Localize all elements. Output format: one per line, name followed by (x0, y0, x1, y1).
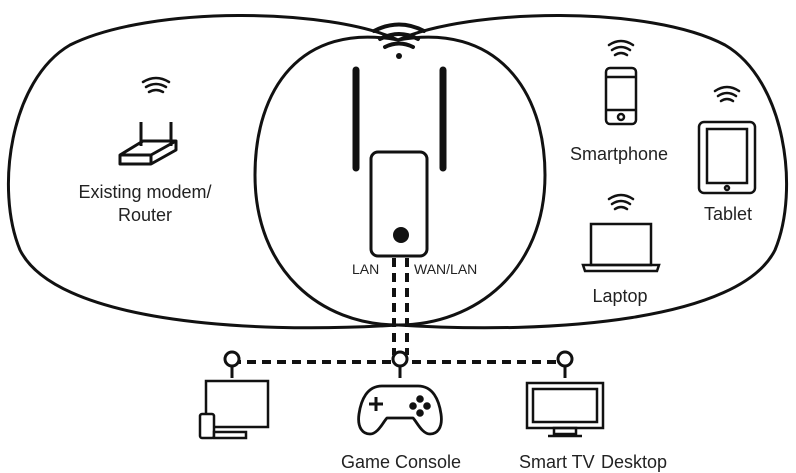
left-coverage-zone (6, 14, 399, 330)
wan-lan-port-label: WAN/LAN (414, 261, 477, 277)
smart-tv-label: Smart TV (519, 452, 595, 472)
game-controller-icon (357, 384, 443, 436)
center-coverage-zone (253, 35, 547, 327)
lan-cables (232, 258, 565, 364)
wifi-icon (607, 193, 635, 211)
router-label-line1: Existing modem/ (78, 182, 211, 202)
right-coverage-zone (397, 14, 789, 330)
tablet-label: Tablet (704, 204, 752, 224)
desktop-label: Desktop (601, 452, 667, 472)
router-label-line2: Router (118, 205, 172, 225)
wifi-icon (372, 22, 426, 59)
wifi-icon (607, 39, 635, 57)
smartphone-icon (604, 66, 638, 126)
wifi-icon (141, 76, 171, 94)
extender-device (352, 66, 447, 258)
laptop-icon (581, 222, 661, 273)
connection-nodes (223, 350, 574, 378)
laptop-label: Laptop (592, 286, 647, 306)
router-icon (118, 122, 178, 166)
tv-icon (525, 381, 605, 438)
tablet-icon (697, 120, 757, 195)
lan-port-label: LAN (352, 261, 379, 277)
game-console-label: Game Console (341, 452, 461, 472)
desktop-icon (198, 379, 270, 440)
smartphone-label: Smartphone (570, 144, 668, 164)
wifi-icon (713, 85, 741, 103)
